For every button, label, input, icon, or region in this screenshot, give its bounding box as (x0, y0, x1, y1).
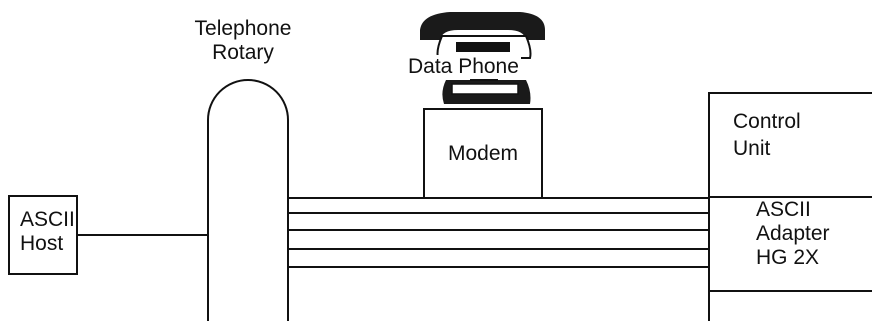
telephone-rotary-label: Telephone Rotary (173, 17, 313, 65)
ascii-adapter-line2: Adapter (756, 222, 830, 245)
control-unit-frame (708, 92, 872, 321)
ascii-host-line1: ASCII (20, 208, 75, 231)
telephone-rotary-shape (207, 79, 289, 321)
modem-label: Modem (447, 142, 519, 165)
ascii-adapter-line3: HG 2X (756, 246, 820, 269)
ascii-host-line2: Host (20, 232, 64, 255)
telephone-rotary-line1: Telephone (194, 17, 292, 40)
control-unit-line1: Control (733, 110, 801, 133)
data-phone-label: Data Phone (406, 55, 521, 79)
ascii-host-label: ASCII Host (20, 208, 75, 256)
control-unit-line2: Unit (733, 137, 771, 160)
ascii-adapter-line1: ASCII (756, 198, 811, 221)
ascii-adapter-label: ASCII Adapter HG 2X (756, 198, 830, 270)
telephone-rotary-line2: Rotary (212, 41, 274, 64)
telephone-icon (420, 12, 545, 104)
control-unit-label: Control Unit (733, 108, 801, 162)
